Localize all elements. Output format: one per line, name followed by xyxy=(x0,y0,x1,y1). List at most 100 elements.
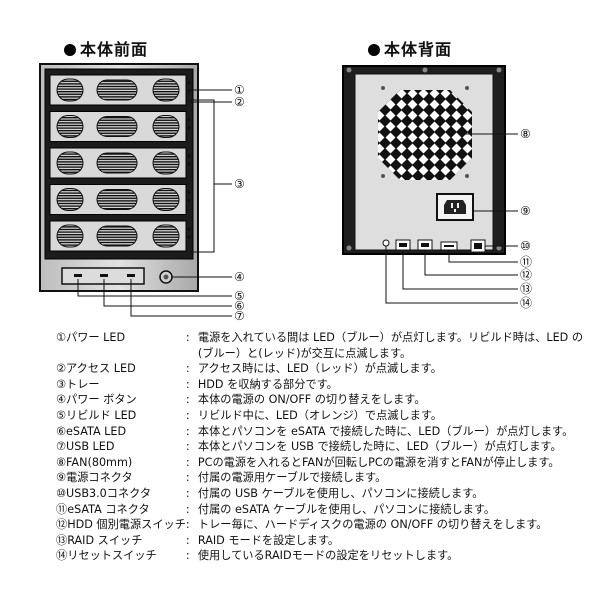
power-connector-pin xyxy=(454,209,456,212)
part-description: RAID モードを設定します。 xyxy=(197,533,340,547)
drive-tray[interactable] xyxy=(49,74,191,106)
tray-vent-right xyxy=(152,78,180,102)
tray-vent-right xyxy=(152,188,180,211)
part-name: ⑥eSATA LED xyxy=(56,424,127,438)
tray-vent-center xyxy=(96,79,138,101)
drive-tray[interactable] xyxy=(49,147,191,179)
part-description: 本体とパソコンを USB で接続した時に、LED（ブルー）が点灯します。 xyxy=(197,440,562,454)
part-description: 付属の USB ケーブルを使用し、パソコンに接続します。 xyxy=(197,486,484,500)
separator-colon: : xyxy=(185,455,190,469)
separator-colon: : xyxy=(185,377,190,391)
front-callout-lines xyxy=(77,89,232,317)
part-name: ⑤リビルド LED xyxy=(56,408,137,422)
front-view xyxy=(39,63,199,292)
description-row: ⑦USB LED: 本体とパソコンを USB で接続した時に、LED（ブルー）が点… xyxy=(56,439,586,455)
esata-connector-slot xyxy=(444,245,454,247)
power-connector-socket xyxy=(444,200,466,214)
back-view-heading: 本体背面 xyxy=(368,36,452,60)
reset-switch[interactable] xyxy=(382,239,390,247)
drive-tray[interactable] xyxy=(49,184,191,215)
screw-icon xyxy=(346,245,352,251)
part-description: アクセス時には、LED（レッド）が点滅します。 xyxy=(197,362,442,376)
callout-bracket-3 xyxy=(190,99,215,253)
screw-icon xyxy=(496,245,502,251)
description-row: ⑭リセットスイッチ:使用しているRAIDモードの設定をリセットします。 xyxy=(56,548,586,564)
back-view xyxy=(342,65,506,255)
description-row: ③トレー: HDD を収納する部分です。 xyxy=(56,377,586,393)
tray-power-led xyxy=(187,81,191,85)
separator-colon: : xyxy=(185,408,190,422)
part-name: ⑧FAN(80mm) xyxy=(56,455,133,469)
callout-label-12: ⑫ xyxy=(520,268,532,282)
tray-vent-left xyxy=(56,78,84,102)
tray-vent-left xyxy=(56,224,84,248)
front-callout-labels: ① ② ③ ④ ⑤ ⑥ ⑦ xyxy=(234,83,245,323)
description-row: ⑪eSATA コネクタ:付属の eSATA ケーブルを使用し、パソコンに接続しま… xyxy=(56,502,586,518)
raid-switch-knob xyxy=(399,243,407,247)
front-view-heading-text: 本体前面 xyxy=(80,40,149,59)
part-name: ⑨電源コネクタ xyxy=(56,471,133,485)
drive-tray[interactable] xyxy=(49,111,191,142)
separator-colon: : xyxy=(185,440,190,454)
description-row: ⑫HDD 個別電源スイッチ:トレー毎に、ハードディスクの電源の ON/OFF の… xyxy=(56,517,586,533)
part-name: ①パワー LED xyxy=(56,331,126,344)
tray-vent-right xyxy=(152,224,180,248)
separator-colon: : xyxy=(185,471,190,485)
tray-power-led xyxy=(187,227,191,231)
part-name: ⑭リセットスイッチ xyxy=(56,549,157,563)
callout-line-7 xyxy=(130,279,232,317)
tray-stack xyxy=(49,74,191,252)
tray-access-led xyxy=(187,235,191,239)
part-name: ③トレー xyxy=(56,377,100,391)
usb3-connector-slot xyxy=(474,243,482,249)
description-row: ⑧FAN(80mm): PCの電源を入れるとFANが回転しPCの電源を消すとFAN… xyxy=(56,455,586,471)
parts-description-table: ①パワー LED: 電源を入れている間は LED（ブルー）が点灯します。リビルド時… xyxy=(56,330,586,564)
hdd-power-switch-knob xyxy=(421,243,429,247)
parts-description-body: ①パワー LED: 電源を入れている間は LED（ブルー）が点灯します。リビルド時… xyxy=(56,330,586,564)
rebuild-led xyxy=(74,274,82,277)
separator-colon: : xyxy=(185,486,190,500)
separator-colon: : xyxy=(185,362,190,376)
part-description: 本体の電源の ON/OFF の切り替えをします。 xyxy=(197,393,426,407)
part-name: ②アクセス LED xyxy=(56,362,136,376)
tray-vent-center xyxy=(96,152,138,174)
back-callout-lines xyxy=(385,133,518,304)
screw-icon xyxy=(465,174,469,178)
separator-colon: : xyxy=(185,393,190,407)
part-description: 本体とパソコンを eSATA で接続した時に、LED（ブルー）が点灯します。 xyxy=(197,424,574,438)
tray-access-led xyxy=(187,125,191,130)
part-name: ⑪eSATA コネクタ xyxy=(56,502,150,516)
part-description: PCの電源を入れるとFANが回転しPCの電源を消すとFANが停止します。 xyxy=(197,455,560,469)
part-description: HDD を収納する部分です。 xyxy=(197,377,338,391)
callout-line-14 xyxy=(385,246,518,304)
description-row: ①パワー LED: 電源を入れている間は LED（ブルー）が点灯します。リビルド時… xyxy=(56,330,586,361)
tray-vent-left xyxy=(56,151,84,175)
tray-vent-left xyxy=(56,115,84,138)
callout-label-9: ⑨ xyxy=(520,204,531,218)
callout-line-11 xyxy=(448,250,518,263)
screw-icon xyxy=(381,174,385,178)
callout-label-5: ⑤ xyxy=(234,289,245,303)
esata-led xyxy=(100,274,108,277)
callout-label-8: ⑧ xyxy=(520,127,531,141)
tray-access-led xyxy=(187,198,191,203)
screw-icon xyxy=(465,86,469,90)
tray-vent-left xyxy=(56,188,84,211)
part-description: トレー毎に、ハードディスクの電源の ON/OFF の切り替えをします。 xyxy=(197,518,548,532)
part-description: 電源を入れている間は LED（ブルー）が点灯します。リビルド時は、LED の(ブ… xyxy=(197,331,584,360)
separator-colon: : xyxy=(185,331,190,344)
description-row: ②アクセス LED: アクセス時には、LED（レッド）が点滅します。 xyxy=(56,361,586,377)
tray-access-led xyxy=(187,89,191,93)
description-row: ⑨電源コネクタ:付属の電源用ケーブルで接続します。 xyxy=(56,470,586,486)
callout-label-4: ④ xyxy=(234,270,245,284)
part-name: ⑦USB LED xyxy=(56,440,115,454)
callout-label-14: ⑭ xyxy=(520,296,532,310)
power-button-center xyxy=(163,274,169,280)
back-callout-labels: ⑧ ⑨ ⑩ ⑪ ⑫ ⑬ ⑭ xyxy=(520,127,532,310)
drive-tray[interactable] xyxy=(49,220,191,252)
screw-icon xyxy=(346,67,352,73)
tray-vent-center xyxy=(96,189,138,210)
tray-power-led xyxy=(187,117,191,122)
callout-line-6 xyxy=(103,279,232,307)
bullet-dot-icon xyxy=(64,44,76,56)
